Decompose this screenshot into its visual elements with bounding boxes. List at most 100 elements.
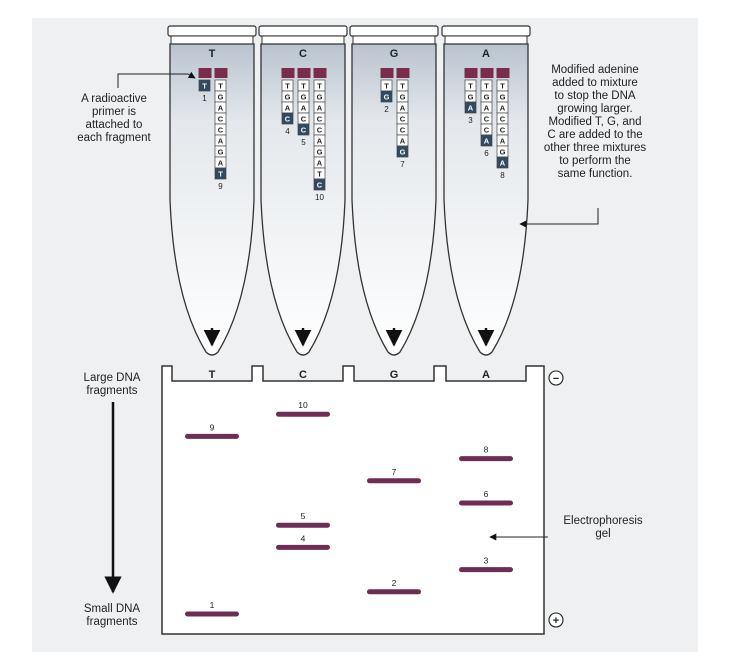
base-letter: G (218, 93, 224, 102)
base-letter: C (317, 115, 323, 124)
fragment-length-label: 2 (384, 105, 389, 114)
base-letter: G (317, 148, 323, 157)
base-letter: T (317, 82, 322, 91)
terminal-base-letter: C (317, 181, 323, 190)
gel-line-1: Electrophoresis (563, 515, 643, 527)
modified-line-5: Modified T, G, and (548, 116, 642, 128)
terminal-base-letter: A (468, 104, 474, 113)
fragment-length-label: 9 (218, 182, 223, 191)
modified-pointer (519, 208, 599, 228)
base-letter: A (400, 137, 406, 146)
large-line-1: Large DNA (83, 372, 141, 384)
terminal-nucleotide (214, 167, 227, 180)
band-label: 8 (484, 445, 489, 455)
base-letter: C (400, 126, 406, 135)
base-letter: A (301, 104, 307, 113)
base-letter: A (500, 104, 506, 113)
tube-lane-label: G (390, 48, 399, 60)
modified-line-1: Modified adenine (551, 64, 639, 76)
base-letter: C (218, 115, 224, 124)
base-letter: A (317, 137, 323, 146)
terminal-base-letter: A (500, 159, 506, 168)
base-letter: C (317, 126, 323, 135)
modified-line-8: to perform the (559, 155, 631, 167)
tube-body (351, 43, 437, 356)
primer-line-3: attached to (85, 119, 143, 131)
base-letter: A (218, 137, 224, 146)
base-letter: T (500, 82, 505, 91)
fragment-length-label: 8 (500, 171, 505, 180)
gel-band (276, 522, 330, 528)
fragment-length-label: 1 (202, 94, 207, 103)
band-label: 7 (392, 467, 397, 477)
terminal-nucleotide (380, 90, 393, 103)
fragment-length-label: 3 (468, 116, 473, 125)
base-letter: T (285, 82, 290, 91)
base-letter: A (500, 137, 506, 146)
primer-block (480, 68, 494, 78)
gel-band (185, 433, 239, 439)
gel-lane-label: T (209, 369, 216, 381)
primer-block (464, 68, 478, 78)
modified-line-4: growing larger. (557, 103, 633, 115)
base-letter: T (468, 82, 473, 91)
band-label: 1 (210, 600, 215, 610)
base-letter: T (317, 170, 322, 179)
base-letter: G (301, 93, 307, 102)
modified-line-3: to stop the DNA (554, 90, 636, 102)
primer-annotation: A radioactive primer is attached to each… (54, 93, 174, 145)
electrophoresis-gel (161, 365, 545, 635)
base-letter: T (384, 82, 389, 91)
primer-block (198, 68, 212, 78)
primer-line-4: each fragment (77, 132, 151, 144)
base-letter: G (484, 93, 490, 102)
gel-band (367, 478, 421, 484)
terminal-base-letter: C (285, 115, 291, 124)
base-letter: T (301, 82, 306, 91)
tube-lane-label: C (299, 48, 307, 60)
large-fragments-label: Large DNA fragments (62, 372, 162, 398)
base-letter: A (285, 104, 291, 113)
base-letter: C (500, 115, 506, 124)
primer-block (496, 68, 510, 78)
primer-block (380, 68, 394, 78)
minus-electrode-sign: − (553, 373, 559, 385)
terminal-nucleotide (480, 134, 493, 147)
base-letter: A (400, 104, 406, 113)
small-line-1: Small DNA (83, 603, 141, 615)
base-letter: C (301, 115, 307, 124)
base-letter: C (500, 126, 506, 135)
base-letter: C (484, 115, 490, 124)
primer-line-2: primer is (91, 106, 137, 118)
terminal-base-letter: T (202, 82, 207, 91)
primer-block (313, 68, 327, 78)
tube-lane-label: A (482, 48, 490, 60)
tube-rim (444, 35, 528, 45)
base-letter: T (218, 82, 223, 91)
terminal-nucleotide (281, 112, 294, 125)
tube-body (169, 43, 255, 356)
base-letter: G (400, 93, 406, 102)
terminal-nucleotide (198, 79, 211, 92)
terminal-nucleotide (297, 123, 310, 136)
tube-lane-label: T (209, 48, 216, 60)
plus-electrode-sign: + (553, 615, 559, 627)
base-letter: C (400, 115, 406, 124)
base-letter: A (218, 104, 224, 113)
terminal-base-letter: C (301, 126, 307, 135)
modified-annotation: Modified adenine added to mixture to sto… (520, 64, 670, 181)
base-letter: G (317, 93, 323, 102)
base-letter: G (500, 93, 506, 102)
small-fragments-label: Small DNA fragments (62, 603, 162, 629)
primer-block (281, 68, 295, 78)
terminal-base-letter: A (484, 137, 490, 146)
modified-line-2: added to mixture (552, 77, 638, 89)
band-label: 10 (298, 400, 308, 410)
gel-band (459, 567, 513, 573)
tube-cap (441, 25, 531, 37)
tube-rim (352, 35, 436, 45)
fragment-length-label: 6 (484, 149, 489, 158)
gel-band (459, 456, 513, 462)
band-label: 2 (392, 578, 397, 588)
